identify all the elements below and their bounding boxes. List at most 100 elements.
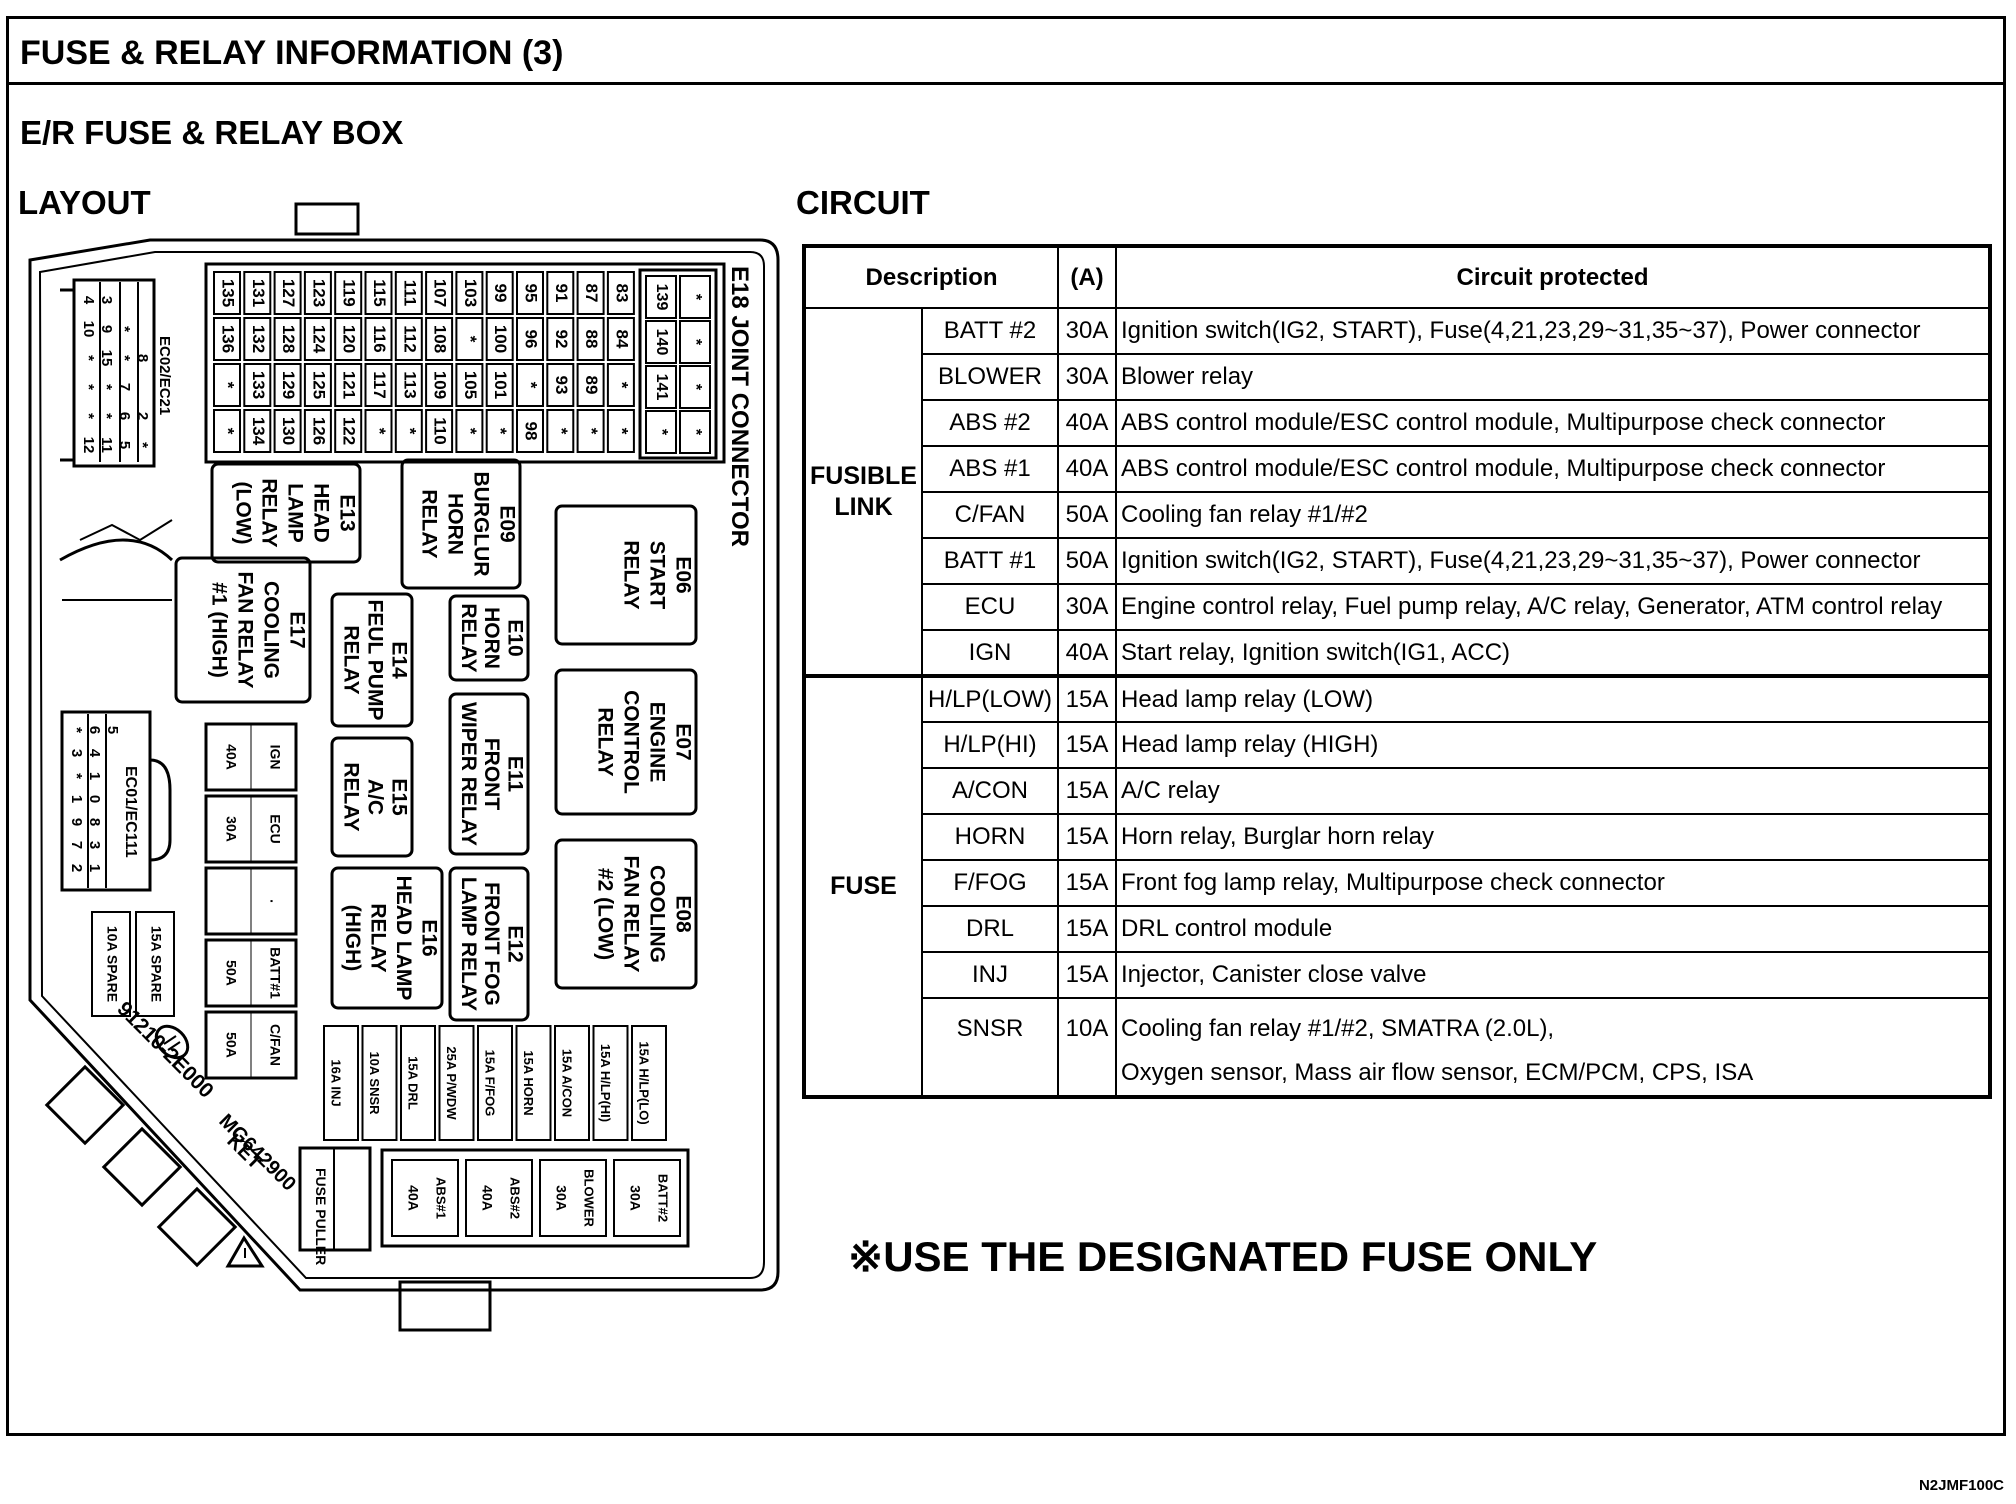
top-fuse-cell <box>576 363 605 407</box>
circuit-amperage: 10A <box>1057 997 1117 1098</box>
mini-fuse <box>323 1025 359 1141</box>
connector-ec02-pin: 8 <box>134 354 151 362</box>
top-fuse-label: * <box>612 428 631 435</box>
circuit-protected: DRL control module <box>1115 905 1991 953</box>
top-fuse-block <box>204 262 726 464</box>
top-fuse-cell <box>243 363 272 407</box>
top-fuse-cell <box>425 409 454 453</box>
mini-fuse <box>477 1025 513 1141</box>
circuit-protected-text: Cooling fan relay #1/#2, SMATRA (2.0L), <box>1121 1015 1555 1042</box>
circuit-protected: ABS control module/ESC control module, M… <box>1115 399 1991 447</box>
circuit-protected: Cooling fan relay #1/#2 <box>1115 491 1991 539</box>
fusible-link-amp: 30A <box>553 1185 569 1211</box>
top-fuse-cell <box>273 271 302 315</box>
top-fuse-cell <box>455 409 484 453</box>
connector-ec02-pin: 9 <box>98 325 115 333</box>
big-fuse-amp: 30A <box>223 816 239 842</box>
spare-fuse-label: 15A SPARE <box>148 926 164 1002</box>
circuit-name: ABS #2 <box>921 399 1059 447</box>
circuit-protected-text: DRL control module <box>1121 915 1333 942</box>
top-fuse-cell <box>334 363 363 407</box>
circuit-table-header: Description (A) Circuit protected <box>803 245 1991 309</box>
relay-label-e17: FAN RELAY <box>233 571 256 688</box>
mini-fuse <box>400 1025 436 1141</box>
top-fuse-label: * <box>400 428 419 435</box>
connector-ec02-pin: * <box>116 326 133 332</box>
group-label-line: FUSIBLE <box>810 461 917 490</box>
col-header-description: Description <box>803 245 1059 309</box>
circuit-amperage: 30A <box>1057 307 1117 355</box>
top-fuse-label: 88 <box>582 330 601 349</box>
connector-ec01-pin: 8 <box>86 818 103 826</box>
top-fuse-cell <box>516 363 544 407</box>
top-fuse-label: * <box>491 428 510 435</box>
connector-ec01-pin: 1 <box>86 864 103 872</box>
circuit-protected-text: Ignition switch(IG2, START), Fuse(4,21,2… <box>1121 317 1921 344</box>
top-fuse-cell <box>606 363 635 407</box>
relay-label-e15: RELAY <box>339 762 362 831</box>
relay-box-e13 <box>210 462 362 564</box>
connector-ec02-pin: 11 <box>98 437 115 453</box>
top-fuse-label: 107 <box>431 279 450 307</box>
housing-top-tab <box>294 202 360 236</box>
circuit-protected: ABS control module/ESC control module, M… <box>1115 445 1991 493</box>
relay-box-e10 <box>448 594 530 682</box>
top-fuse-cell <box>334 271 363 315</box>
relay-label-e09: BURGLUR <box>469 472 492 577</box>
relay-box-e17 <box>174 556 312 704</box>
fusible-link-name: BLOWER <box>582 1169 597 1227</box>
top-fuse-cell <box>516 409 544 453</box>
circuit-protected-text: Cooling fan relay #1/#2 <box>1121 501 1368 528</box>
relay-label-e16: (HIGH) <box>341 905 364 972</box>
top-fuse-label: 98 <box>522 422 541 441</box>
relay-label-e17: COOLING <box>259 581 282 679</box>
relay-labels: E13HEADLAMPRELAY(LOW)E09BURGLURHORNRELAY… <box>207 472 694 1012</box>
top-fuse-label: * <box>370 428 389 435</box>
connector-ec02-pin: 15 <box>98 350 115 367</box>
top-fuse-label: 136 <box>219 325 238 353</box>
joint-connector-cell <box>645 365 677 409</box>
top-fuse-label: 133 <box>249 371 268 399</box>
connector-ec01-pin: 4 <box>86 749 103 758</box>
connector-ec02-pin: 12 <box>80 437 97 454</box>
top-fuse-cell <box>546 271 575 315</box>
top-fuse-cell <box>213 271 241 315</box>
connector-ec02-pin: * <box>80 413 97 419</box>
top-fuse-cell <box>364 409 393 453</box>
top-fuse-label: 93 <box>552 376 571 395</box>
top-fuse-label: 108 <box>431 325 450 353</box>
top-fuse-cell <box>243 409 272 453</box>
relay-label-e06: RELAY <box>619 540 642 609</box>
joint-connector-block <box>638 268 718 460</box>
connector-ec01-pin: * <box>68 773 85 779</box>
section-title: E/R FUSE & RELAY BOX <box>20 114 404 151</box>
big-fuse-name: ECU <box>267 814 283 844</box>
relay-box-e12 <box>448 866 530 1022</box>
relay-label-e11: WIPER RELAY <box>457 702 480 846</box>
circuit-name: C/FAN <box>921 491 1059 539</box>
top-fuse-cell <box>394 317 423 361</box>
connector-ec01-pin: 2 <box>68 864 85 872</box>
top-fuse-label: * <box>552 428 571 435</box>
top-fuse-cell <box>546 363 575 407</box>
joint-connector-cell <box>679 410 711 454</box>
relay-label-e07: CONTROL <box>619 690 642 794</box>
top-fuse-label: 110 <box>431 417 450 444</box>
relay-label-e07: ENGINE <box>645 702 668 783</box>
top-fuse-label: 125 <box>309 371 328 399</box>
connector-ec02-pin: * <box>98 384 115 390</box>
col-header-amp: (A) <box>1057 245 1117 309</box>
circuit-name: SNSR <box>921 997 1059 1098</box>
top-fuse-label: 129 <box>279 371 298 399</box>
top-fuse-cell <box>485 317 514 361</box>
